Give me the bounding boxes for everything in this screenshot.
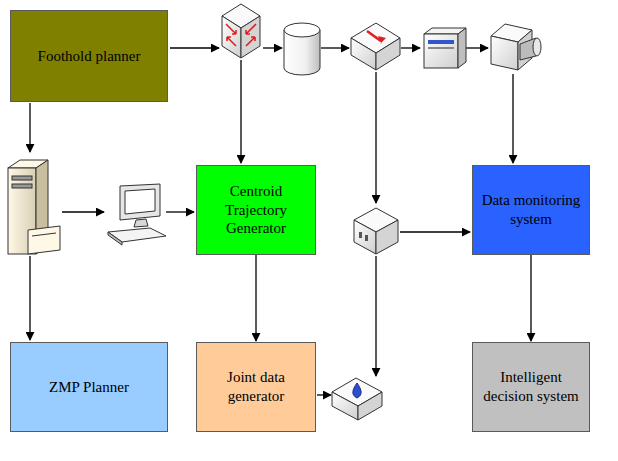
sensor-device-icon [332, 378, 382, 420]
computer-icon [108, 184, 166, 245]
switch-icon [222, 4, 260, 58]
box-label: ZMP Planner [49, 378, 129, 397]
process-box: Data monitoring system [472, 165, 590, 255]
rack-device-icon [424, 28, 466, 68]
process-box: Centroid Trajectory Generator [196, 165, 316, 255]
box-label: Intelligent decision system [481, 368, 581, 406]
box-label: Joint data generator [205, 368, 307, 406]
process-box: Joint data generator [196, 342, 316, 432]
process-box: Intelligent decision system [472, 342, 590, 432]
projector-icon [491, 24, 541, 70]
network-device-icon [354, 208, 398, 254]
flow-arrow [530, 255, 531, 341]
box-label: Data monitoring system [481, 191, 581, 229]
flow-arrow [255, 255, 256, 341]
database-icon [284, 23, 320, 75]
process-box: Foothold planner [10, 10, 168, 102]
box-label: Centroid Trajectory Generator [205, 182, 307, 238]
router-icon [351, 23, 400, 70]
server-icon [8, 160, 60, 254]
box-label: Foothold planner [38, 47, 141, 66]
process-box: ZMP Planner [10, 342, 168, 432]
